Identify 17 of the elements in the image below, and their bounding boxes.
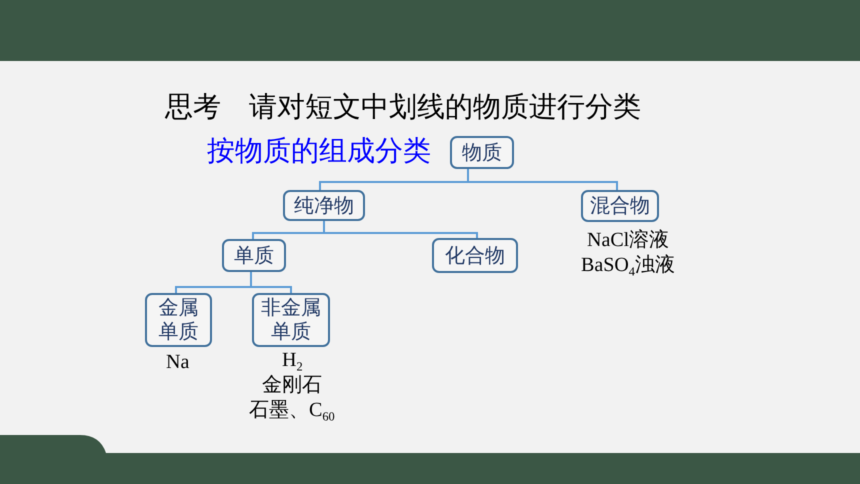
category-box: 物质 [450,136,514,169]
example-text: 石墨、C$_{60}$ [249,398,335,422]
category-box: 化合物 [432,238,518,273]
example-text: 金刚石 [262,373,322,397]
category-box: 单质 [222,239,286,272]
category-box: 非金属单质 [252,293,330,347]
connector-line [467,169,618,190]
example-text: BaSO$_{4}$浊液 [581,253,675,277]
example-text: NaCl溶液 [587,228,670,252]
category-box: 混合物 [581,190,659,222]
title: 思考 请对短文中划线的物质进行分类 [165,90,641,124]
category-box: 金属单质 [145,293,212,347]
example-text: H$_{2}$ [282,348,303,372]
example-text: Na [166,350,190,374]
category-box: 纯净物 [283,190,365,221]
heading-text: 按物质的组成分类 [207,134,431,168]
connector-line [250,272,292,293]
